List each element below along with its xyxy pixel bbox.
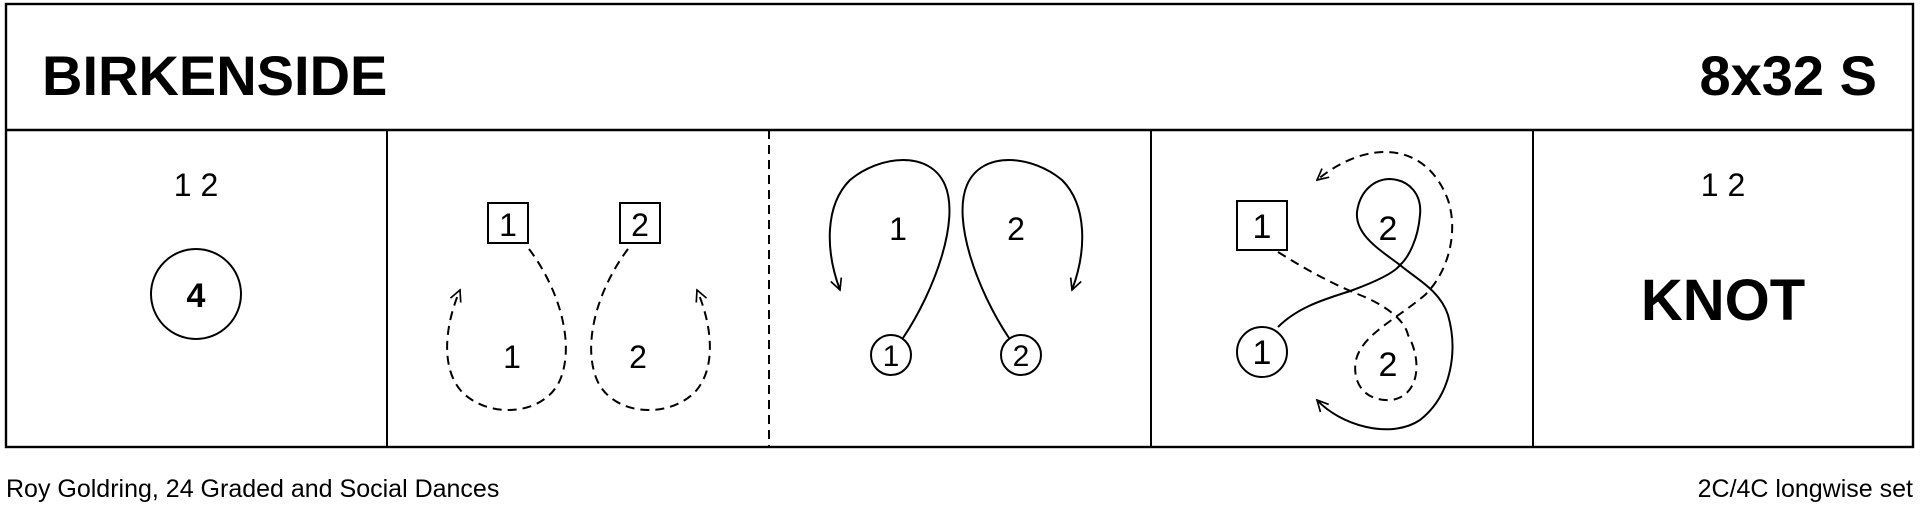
dancer-2-path bbox=[961, 159, 1084, 339]
panel-1: 1 2 4 bbox=[150, 167, 242, 340]
panel-2: 1 2 1 2 bbox=[446, 202, 711, 412]
dancer-2-bottom-label: 2 bbox=[1379, 346, 1398, 384]
position-label-2: 2 bbox=[629, 339, 647, 375]
dancer-1-path bbox=[828, 159, 951, 339]
panel-4: 1 2 1 2 bbox=[1236, 150, 1454, 431]
dancer-1-path bbox=[1277, 177, 1454, 431]
position-label-2: 2 bbox=[1007, 211, 1025, 247]
dancer-1-path bbox=[446, 248, 567, 412]
dancer-2-top-label: 2 bbox=[1379, 210, 1398, 248]
dancer-box-1-label: 1 bbox=[499, 207, 517, 243]
formation-code: 8x32 S bbox=[1700, 44, 1878, 107]
dancer-box-2-label: 2 bbox=[631, 207, 649, 243]
figure-name: KNOT bbox=[1641, 268, 1805, 333]
panel-3: 1 2 1 2 bbox=[828, 159, 1084, 376]
dancer-circle-1 bbox=[1236, 326, 1288, 378]
position-label-1: 1 bbox=[503, 339, 521, 375]
dancer-circle-2 bbox=[1000, 334, 1042, 376]
dancer-2-path bbox=[590, 248, 711, 412]
dancer-box-1 bbox=[487, 202, 529, 244]
position-label-1: 1 bbox=[889, 211, 907, 247]
source-credit: Roy Goldring, 24 Graded and Social Dance… bbox=[6, 475, 499, 503]
dancer-2-path bbox=[1277, 150, 1454, 402]
dance-title: BIRKENSIDE bbox=[42, 44, 387, 107]
dancer-box-2 bbox=[619, 202, 661, 244]
set-type: 2C/4C longwise set bbox=[1698, 475, 1913, 503]
couples-header: 1 2 bbox=[1701, 167, 1745, 203]
crib-frame bbox=[4, 2, 1915, 449]
dancer-box-1-label: 1 bbox=[1253, 208, 1272, 246]
dancer-circle-1-label: 1 bbox=[1253, 334, 1272, 372]
dancer-circle-1 bbox=[870, 334, 912, 376]
couples-header: 1 2 bbox=[174, 167, 218, 203]
dancer-box-1 bbox=[1236, 200, 1288, 251]
dancer-circle-1-label: 1 bbox=[883, 340, 900, 373]
panel-5: 1 2 KNOT bbox=[1641, 167, 1805, 333]
bars-label: 4 bbox=[187, 277, 206, 315]
dancer-circle-2-label: 2 bbox=[1013, 340, 1030, 373]
bars-circle bbox=[150, 248, 242, 340]
